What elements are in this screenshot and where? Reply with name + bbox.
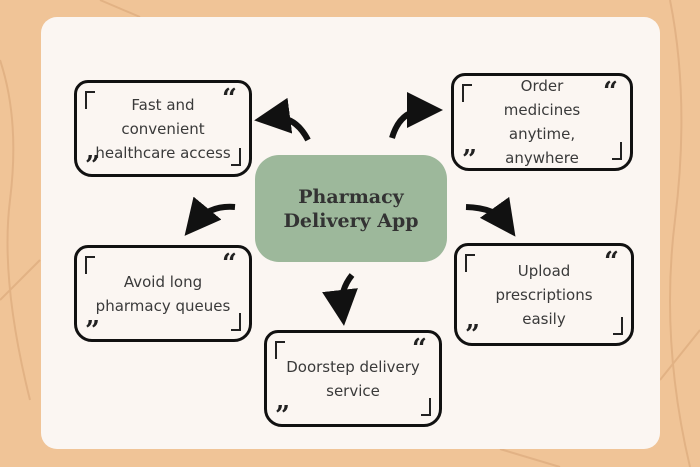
quote-close-icon: ” [85, 151, 100, 181]
benefit-text: Fast and convenient healthcare access [95, 95, 231, 162]
arrow-top-right [389, 92, 443, 139]
central-topic: Pharmacy Delivery App [255, 155, 447, 262]
central-topic-line2: Delivery App [283, 209, 419, 232]
arrow-top-left [254, 97, 311, 142]
arrow-bottom [322, 273, 358, 326]
benefit-box-avoid-queues: “ ” Avoid long pharmacy queues [74, 245, 252, 346]
quote-open-icon: “ [222, 84, 237, 114]
benefit-text: Order medicines anytime, anywhere [503, 77, 581, 167]
benefit-box-upload-prescriptions: “ ” Upload prescriptions easily [454, 243, 634, 350]
benefit-box-fast-access: “ ” Fast and convenient healthcare access [74, 80, 252, 181]
benefit-box-doorstep-delivery: “ ” Doorstep delivery service [264, 330, 442, 431]
quote-close-icon: ” [85, 316, 100, 346]
arrow-mid-right [465, 196, 516, 237]
benefit-text: Doorstep delivery service [286, 357, 420, 400]
quote-open-icon: “ [604, 247, 619, 277]
quote-close-icon: ” [462, 145, 477, 175]
benefit-text: Upload prescriptions easily [495, 261, 593, 328]
central-topic-line1: Pharmacy [298, 185, 404, 208]
quote-open-icon: “ [412, 334, 427, 364]
quote-open-icon: “ [603, 77, 618, 107]
quote-open-icon: “ [222, 249, 237, 279]
quote-close-icon: ” [275, 401, 290, 431]
arrow-mid-left [184, 196, 236, 236]
benefit-text: Avoid long pharmacy queues [95, 272, 231, 315]
benefit-box-order-anytime: “ ” Order medicines anytime, anywhere [451, 73, 633, 175]
quote-close-icon: ” [465, 320, 480, 350]
